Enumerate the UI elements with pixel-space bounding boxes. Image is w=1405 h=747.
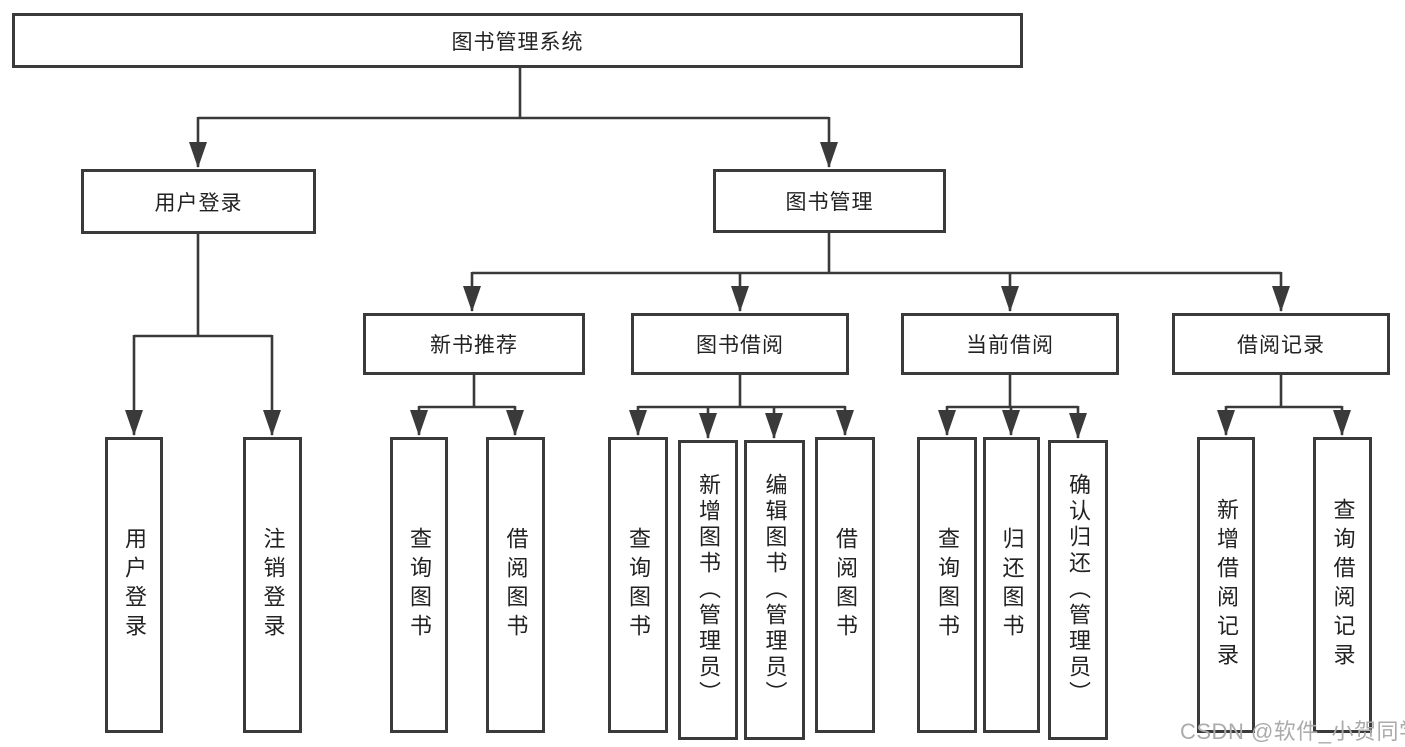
node-book-borrowing-label: 图书借阅	[696, 334, 784, 357]
node-book-management: 图书管理	[713, 169, 946, 233]
node-book-management-label: 图书管理	[785, 191, 874, 214]
node-current-borrowing: 当前借阅	[901, 313, 1119, 375]
leaf-query-book-current: 查询图书	[917, 437, 977, 733]
node-borrowing-records-label: 借阅记录	[1237, 334, 1325, 357]
csdn-watermark: CSDN @软件_小贺同学	[1180, 719, 1405, 744]
leaf-query-borrow-record: 查询借阅记录	[1313, 437, 1372, 733]
node-new-book-recommend-label: 新书推荐	[430, 334, 518, 357]
leaf-query-borrow-record-label: 查询借阅记录	[1330, 498, 1356, 672]
leaf-confirm-return-admin-label: 确认归还（管理员）	[1066, 473, 1091, 707]
leaf-borrow-book-recommend: 借阅图书	[486, 437, 545, 733]
leaf-user-login: 用户登录	[105, 437, 163, 733]
leaf-query-book-recommend-label: 查询图书	[407, 527, 432, 643]
leaf-logout: 注销登录	[243, 437, 302, 733]
leaf-query-book-borrowing: 查询图书	[608, 437, 668, 733]
leaf-add-book-admin-label: 新增图书（管理员）	[696, 473, 721, 707]
leaf-borrow-book-borrowing-label: 借阅图书	[833, 527, 858, 643]
leaf-query-book-recommend: 查询图书	[390, 437, 448, 733]
node-current-borrowing-label: 当前借阅	[966, 334, 1054, 357]
leaf-add-book-admin: 新增图书（管理员）	[678, 440, 738, 740]
leaf-borrow-book-recommend-label: 借阅图书	[503, 527, 529, 643]
node-user-login: 用户登录	[81, 169, 316, 234]
leaf-user-login-label: 用户登录	[122, 527, 147, 643]
node-borrowing-records: 借阅记录	[1172, 313, 1390, 375]
leaf-query-book-current-label: 查询图书	[935, 527, 960, 643]
leaf-return-book: 归还图书	[983, 437, 1040, 733]
node-root-label: 图书管理系统	[451, 30, 584, 54]
leaf-add-borrow-record-label: 新增借阅记录	[1214, 498, 1239, 672]
leaf-confirm-return-admin: 确认归还（管理员）	[1048, 440, 1108, 740]
node-root: 图书管理系统	[12, 13, 1023, 68]
leaf-return-book-label: 归还图书	[999, 527, 1025, 643]
node-new-book-recommend: 新书推荐	[363, 313, 585, 375]
leaf-edit-book-admin: 编辑图书（管理员）	[744, 440, 805, 740]
leaf-add-borrow-record: 新增借阅记录	[1197, 437, 1255, 733]
leaf-query-book-borrowing-label: 查询图书	[626, 527, 651, 643]
leaf-logout-label: 注销登录	[260, 527, 286, 643]
leaf-edit-book-admin-label: 编辑图书（管理员）	[762, 473, 788, 707]
node-book-borrowing: 图书借阅	[631, 313, 849, 375]
node-user-login-label: 用户登录	[154, 191, 243, 215]
leaf-borrow-book-borrowing: 借阅图书	[815, 437, 875, 733]
